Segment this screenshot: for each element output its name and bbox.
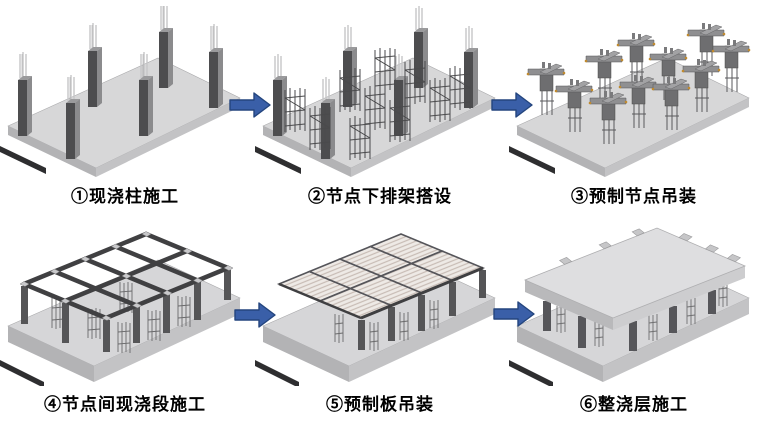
step-3-image xyxy=(509,6,759,178)
cast-in-place-columns-illustration xyxy=(0,3,241,177)
step-5-caption: ⑤预制板吊装 xyxy=(326,395,434,414)
step-6-caption: ⑥整浇层施工 xyxy=(580,395,688,414)
step-1-panel: ①现浇柱施工 xyxy=(0,3,250,207)
step-3-figure: ③预制节点吊装 xyxy=(509,6,759,207)
step-3-panel: ③预制节点吊装 xyxy=(509,6,759,207)
flow-arrow-icon xyxy=(234,302,276,328)
step-2-figure: ②节点下排架搭设 xyxy=(255,5,505,207)
step-2-panel: ②节点下排架搭设 xyxy=(255,5,505,207)
step-1-figure: ①现浇柱施工 xyxy=(0,3,250,207)
step-6-panel: ⑥整浇层施工 xyxy=(509,222,759,415)
monolithic-slab-illustration xyxy=(509,227,750,388)
step-5-image xyxy=(255,222,505,388)
flow-arrow-icon xyxy=(491,92,533,118)
precast-slab-deck-illustration xyxy=(255,233,496,388)
step-5-figure: ⑤预制板吊装 xyxy=(255,222,505,415)
step-4-caption: ④节点间现浇段施工 xyxy=(44,395,206,414)
step-4-figure: ④节点间现浇段施工 xyxy=(0,222,250,415)
step-4-panel: ④节点间现浇段施工 xyxy=(0,222,250,415)
step-6-image xyxy=(509,222,759,388)
step-6-figure: ⑥整浇层施工 xyxy=(509,222,759,415)
precast-joint-hoisting-illustration xyxy=(509,22,751,177)
step-5-panel: ⑤预制板吊装 xyxy=(255,222,505,415)
beam-grid-construction-illustration xyxy=(0,231,241,388)
flow-arrow-icon xyxy=(493,301,535,327)
step-2-caption: ②节点下排架搭设 xyxy=(308,187,452,206)
flow-arrow-icon xyxy=(229,92,271,118)
scaffold-erection-illustration xyxy=(255,5,496,177)
step-1-image xyxy=(0,3,250,178)
step-2-image xyxy=(255,5,505,178)
step-3-caption: ③预制节点吊装 xyxy=(571,187,697,206)
step-1-caption: ①现浇柱施工 xyxy=(71,187,179,206)
step-4-image xyxy=(0,222,250,388)
